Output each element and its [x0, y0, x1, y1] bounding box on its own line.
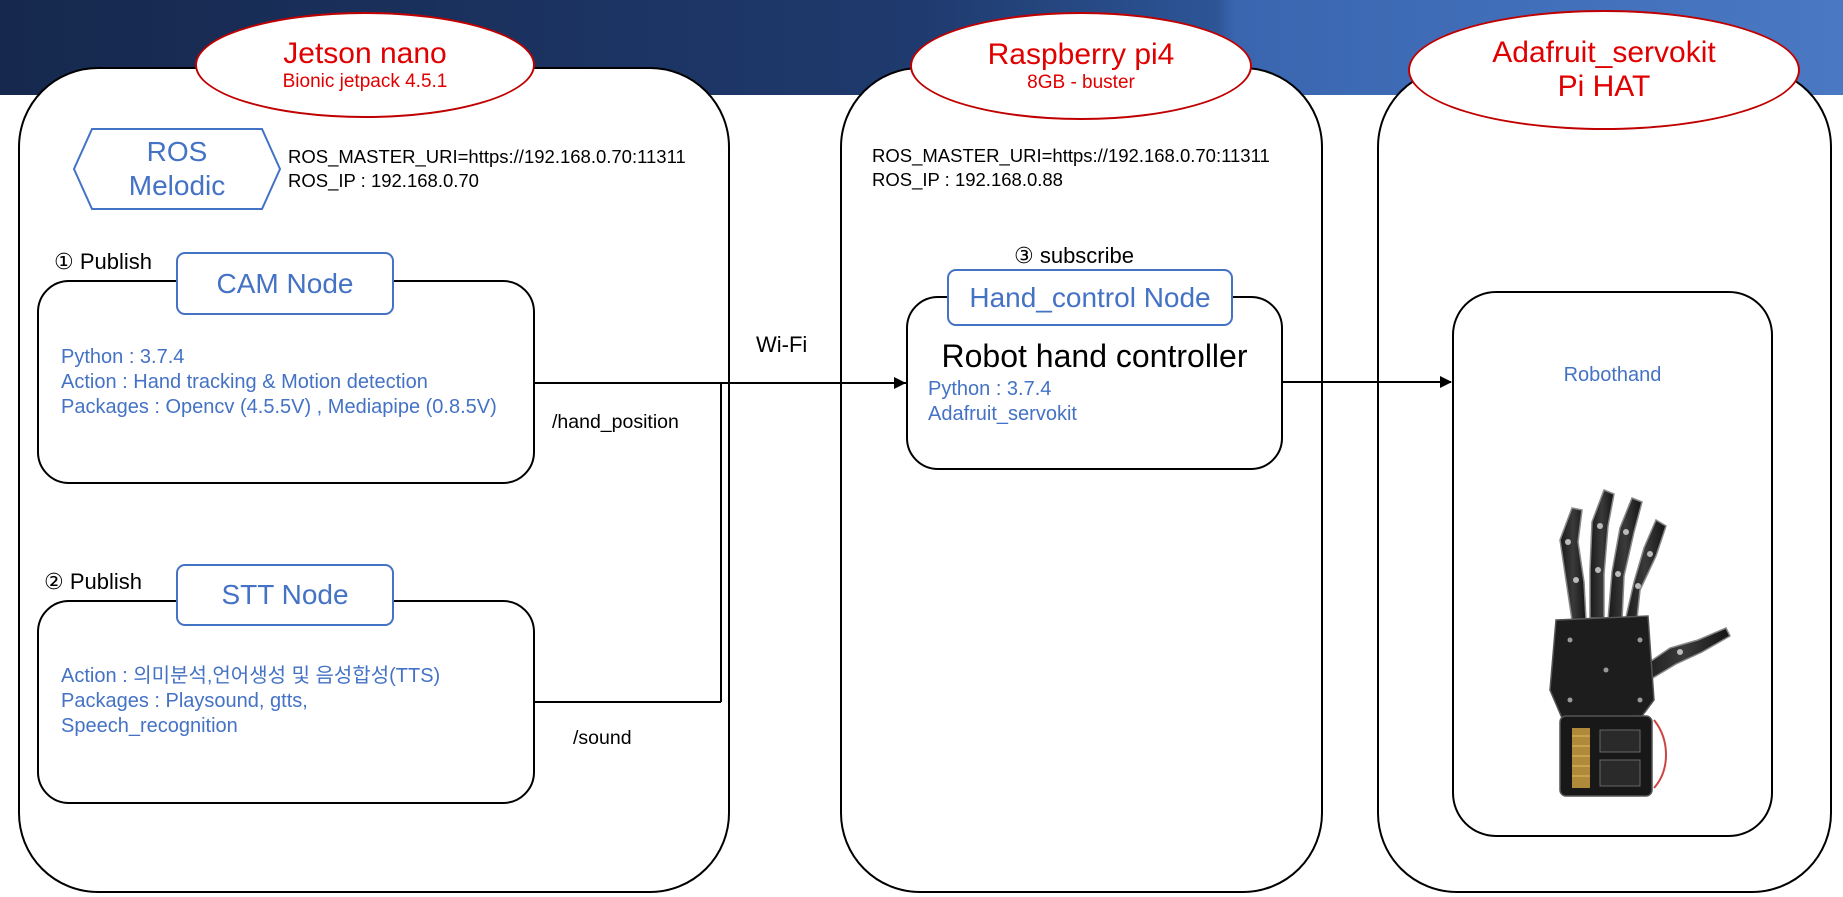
arrow-to-robothand — [1440, 376, 1452, 388]
robot-hand-controller-title: Robot hand controller — [941, 338, 1248, 374]
jetson-ros-ip: ROS_IP : 192.168.0.70 — [288, 170, 479, 191]
raspberry-panel — [840, 67, 1323, 893]
hand-control-node-tag: Hand_control Node — [947, 269, 1233, 326]
stt-node-details: Action : 의미분석,언어생성 및 음성합성(TTS) Packages … — [61, 664, 440, 739]
cam-node-tag: CAM Node — [176, 252, 394, 315]
stt-output-line — [535, 701, 721, 703]
jetson-master-uri: ROS_MASTER_URI=https://192.168.0.70:1131… — [288, 146, 686, 167]
hand-adafruit-package: Adafruit_servokit — [928, 403, 1077, 425]
adafruit-title-line2: Pi HAT — [1557, 70, 1651, 103]
stt-node-tag: STT Node — [176, 564, 394, 626]
sound-topic: /sound — [573, 727, 632, 749]
ros-label-line2: Melodic — [128, 170, 226, 201]
ros-label-line1: ROS — [146, 136, 208, 167]
robothand-label: Robothand — [1563, 364, 1662, 386]
raspberry-ros-ip: ROS_IP : 192.168.0.88 — [872, 169, 1063, 190]
ros-melodic-hexagon — [72, 128, 282, 210]
ros-melodic-label: ROS Melodic — [72, 135, 282, 203]
stt-vertical-line — [720, 382, 722, 702]
raspberry-network-config: ROS_MASTER_URI=https://192.168.0.70:1131… — [872, 144, 1270, 192]
hand-position-topic: /hand_position — [552, 411, 679, 433]
cam-python-version: Python : 3.7.4 — [61, 346, 185, 368]
hand-python-version: Python : 3.7.4 — [928, 378, 1052, 400]
cam-action: Action : Hand tracking & Motion detectio… — [61, 371, 428, 393]
raspberry-title-oval: Raspberry pi4 8GB - buster — [910, 12, 1252, 120]
arrow-to-hand-control — [894, 377, 906, 389]
hand-step-label: ③ subscribe — [1014, 243, 1134, 268]
jetson-title-oval: Jetson nano Bionic jetpack 4.5.1 — [195, 12, 535, 118]
raspberry-title: Raspberry pi4 — [987, 37, 1175, 71]
robot-hand-image — [1549, 489, 1731, 797]
jetson-title: Jetson nano — [283, 36, 447, 70]
cam-packages: Packages : Opencv (4.5.5V) , Mediapipe (… — [61, 396, 497, 418]
stt-step-label: ② Publish — [44, 569, 142, 594]
stt-action: Action : 의미분석,언어생성 및 음성합성(TTS) — [61, 665, 441, 687]
jetson-subtitle: Bionic jetpack 4.5.1 — [282, 71, 448, 93]
wifi-label: Wi-Fi — [756, 332, 808, 357]
raspberry-master-uri: ROS_MASTER_URI=https://192.168.0.70:1131… — [872, 145, 1270, 166]
stt-packages: Packages : Playsound, gtts, — [61, 690, 308, 712]
cam-node-details: Python : 3.7.4 Action : Hand tracking & … — [61, 345, 497, 420]
jetson-network-config: ROS_MASTER_URI=https://192.168.0.70:1131… — [288, 145, 686, 193]
controller-to-robot-line — [1283, 381, 1451, 383]
adafruit-title-oval: Adafruit_servokit Pi HAT — [1408, 10, 1800, 130]
hand-control-details: Python : 3.7.4 Adafruit_servokit — [928, 377, 1077, 427]
raspberry-subtitle: 8GB - buster — [1027, 72, 1135, 94]
stt-packages-cont: Speech_recognition — [61, 715, 238, 737]
cam-step-label: ① Publish — [54, 249, 152, 274]
adafruit-title-line1: Adafruit_servokit — [1492, 35, 1716, 69]
